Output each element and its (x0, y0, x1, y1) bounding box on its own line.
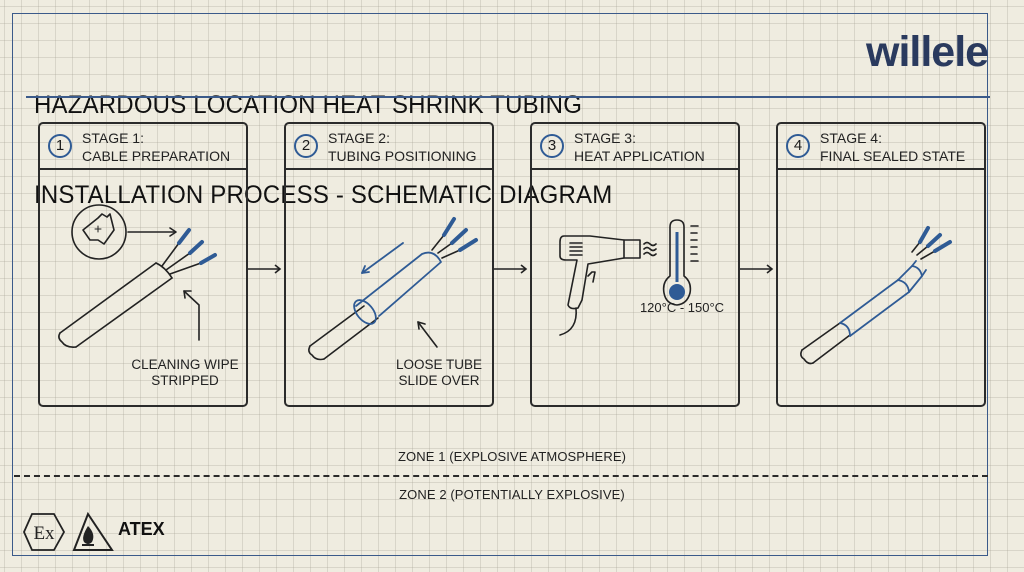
stage-title: CABLE PREPARATION (82, 148, 231, 164)
stage-note: STRIPPED (151, 373, 219, 388)
stage-card-3: 3 STAGE 3: HEAT APPLICATION 120°C - 150°… (530, 122, 740, 407)
sealed-cable-icon (800, 226, 952, 365)
stage-card-1: 1 STAGE 1: CABLE PREPARATION CLEANING WI… (38, 122, 248, 407)
stage-label: STAGE 1: (82, 130, 144, 146)
title-line-1: HAZARDOUS LOCATION HEAT SHRINK TUBING (34, 91, 583, 119)
zone-boundary-line (14, 475, 988, 477)
stage-label: STAGE 4: (820, 130, 882, 146)
stage-header: 3 STAGE 3: HEAT APPLICATION (532, 124, 738, 170)
stage-title: TUBING POSITIONING (328, 148, 477, 164)
stage-number-badge: 1 (48, 134, 72, 158)
stage-title: FINAL SEALED STATE (820, 148, 966, 164)
page-title: HAZARDOUS LOCATION HEAT SHRINK TUBING IN… (34, 30, 612, 240)
zone-2-label: ZONE 2 (POTENTIALLY EXPLOSIVE) (399, 487, 625, 502)
ex-hexagon-icon: Ex (23, 513, 66, 551)
stage-header: 1 STAGE 1: CABLE PREPARATION (40, 124, 246, 170)
title-line-2: INSTALLATION PROCESS - SCHEMATIC DIAGRAM (34, 181, 613, 209)
atex-label: ATEX (118, 519, 165, 539)
flow-arrow-icon (740, 264, 774, 274)
stage-card-2: 2 STAGE 2: TUBING POSITIONING LOOSE TUBE… (284, 122, 494, 407)
stage-card-4: 4 STAGE 4: FINAL SEALED STATE (776, 122, 986, 407)
svg-text:Ex: Ex (33, 523, 55, 544)
stage-header: 2 STAGE 2: TUBING POSITIONING (286, 124, 492, 170)
heat-gun-and-thermometer-icon (559, 219, 699, 336)
stage-label: STAGE 2: (328, 130, 390, 146)
stage-note: LOOSE TUBE (395, 357, 483, 372)
stage-number-badge: 2 (294, 134, 318, 158)
temperature-range: 120°C - 150°C (639, 300, 725, 315)
flow-arrow-icon (494, 264, 528, 274)
stage-label: STAGE 3: (574, 130, 636, 146)
stage-note: CLEANING WIPE (131, 357, 239, 372)
diagram-frame (12, 13, 988, 556)
ex-hazard-symbols: Ex (23, 512, 114, 551)
stage-number-badge: 4 (786, 134, 810, 158)
tube-sliding-over-cable-icon (308, 217, 478, 361)
logo-text: willele (866, 28, 989, 76)
stage-note: SLIDE OVER (398, 373, 480, 388)
stage-header: 4 STAGE 4: FINAL SEALED STATE (778, 124, 984, 170)
flammable-warning-icon (72, 512, 114, 551)
header-divider (26, 96, 990, 98)
stage-number-badge: 3 (540, 134, 564, 158)
flow-arrow-icon (248, 264, 282, 274)
zone-1-label: ZONE 1 (EXPLOSIVE ATMOSPHERE) (397, 449, 627, 464)
cleaning-wipe-and-stripped-cable-icon (58, 204, 217, 348)
stage-title: HEAT APPLICATION (574, 148, 705, 164)
